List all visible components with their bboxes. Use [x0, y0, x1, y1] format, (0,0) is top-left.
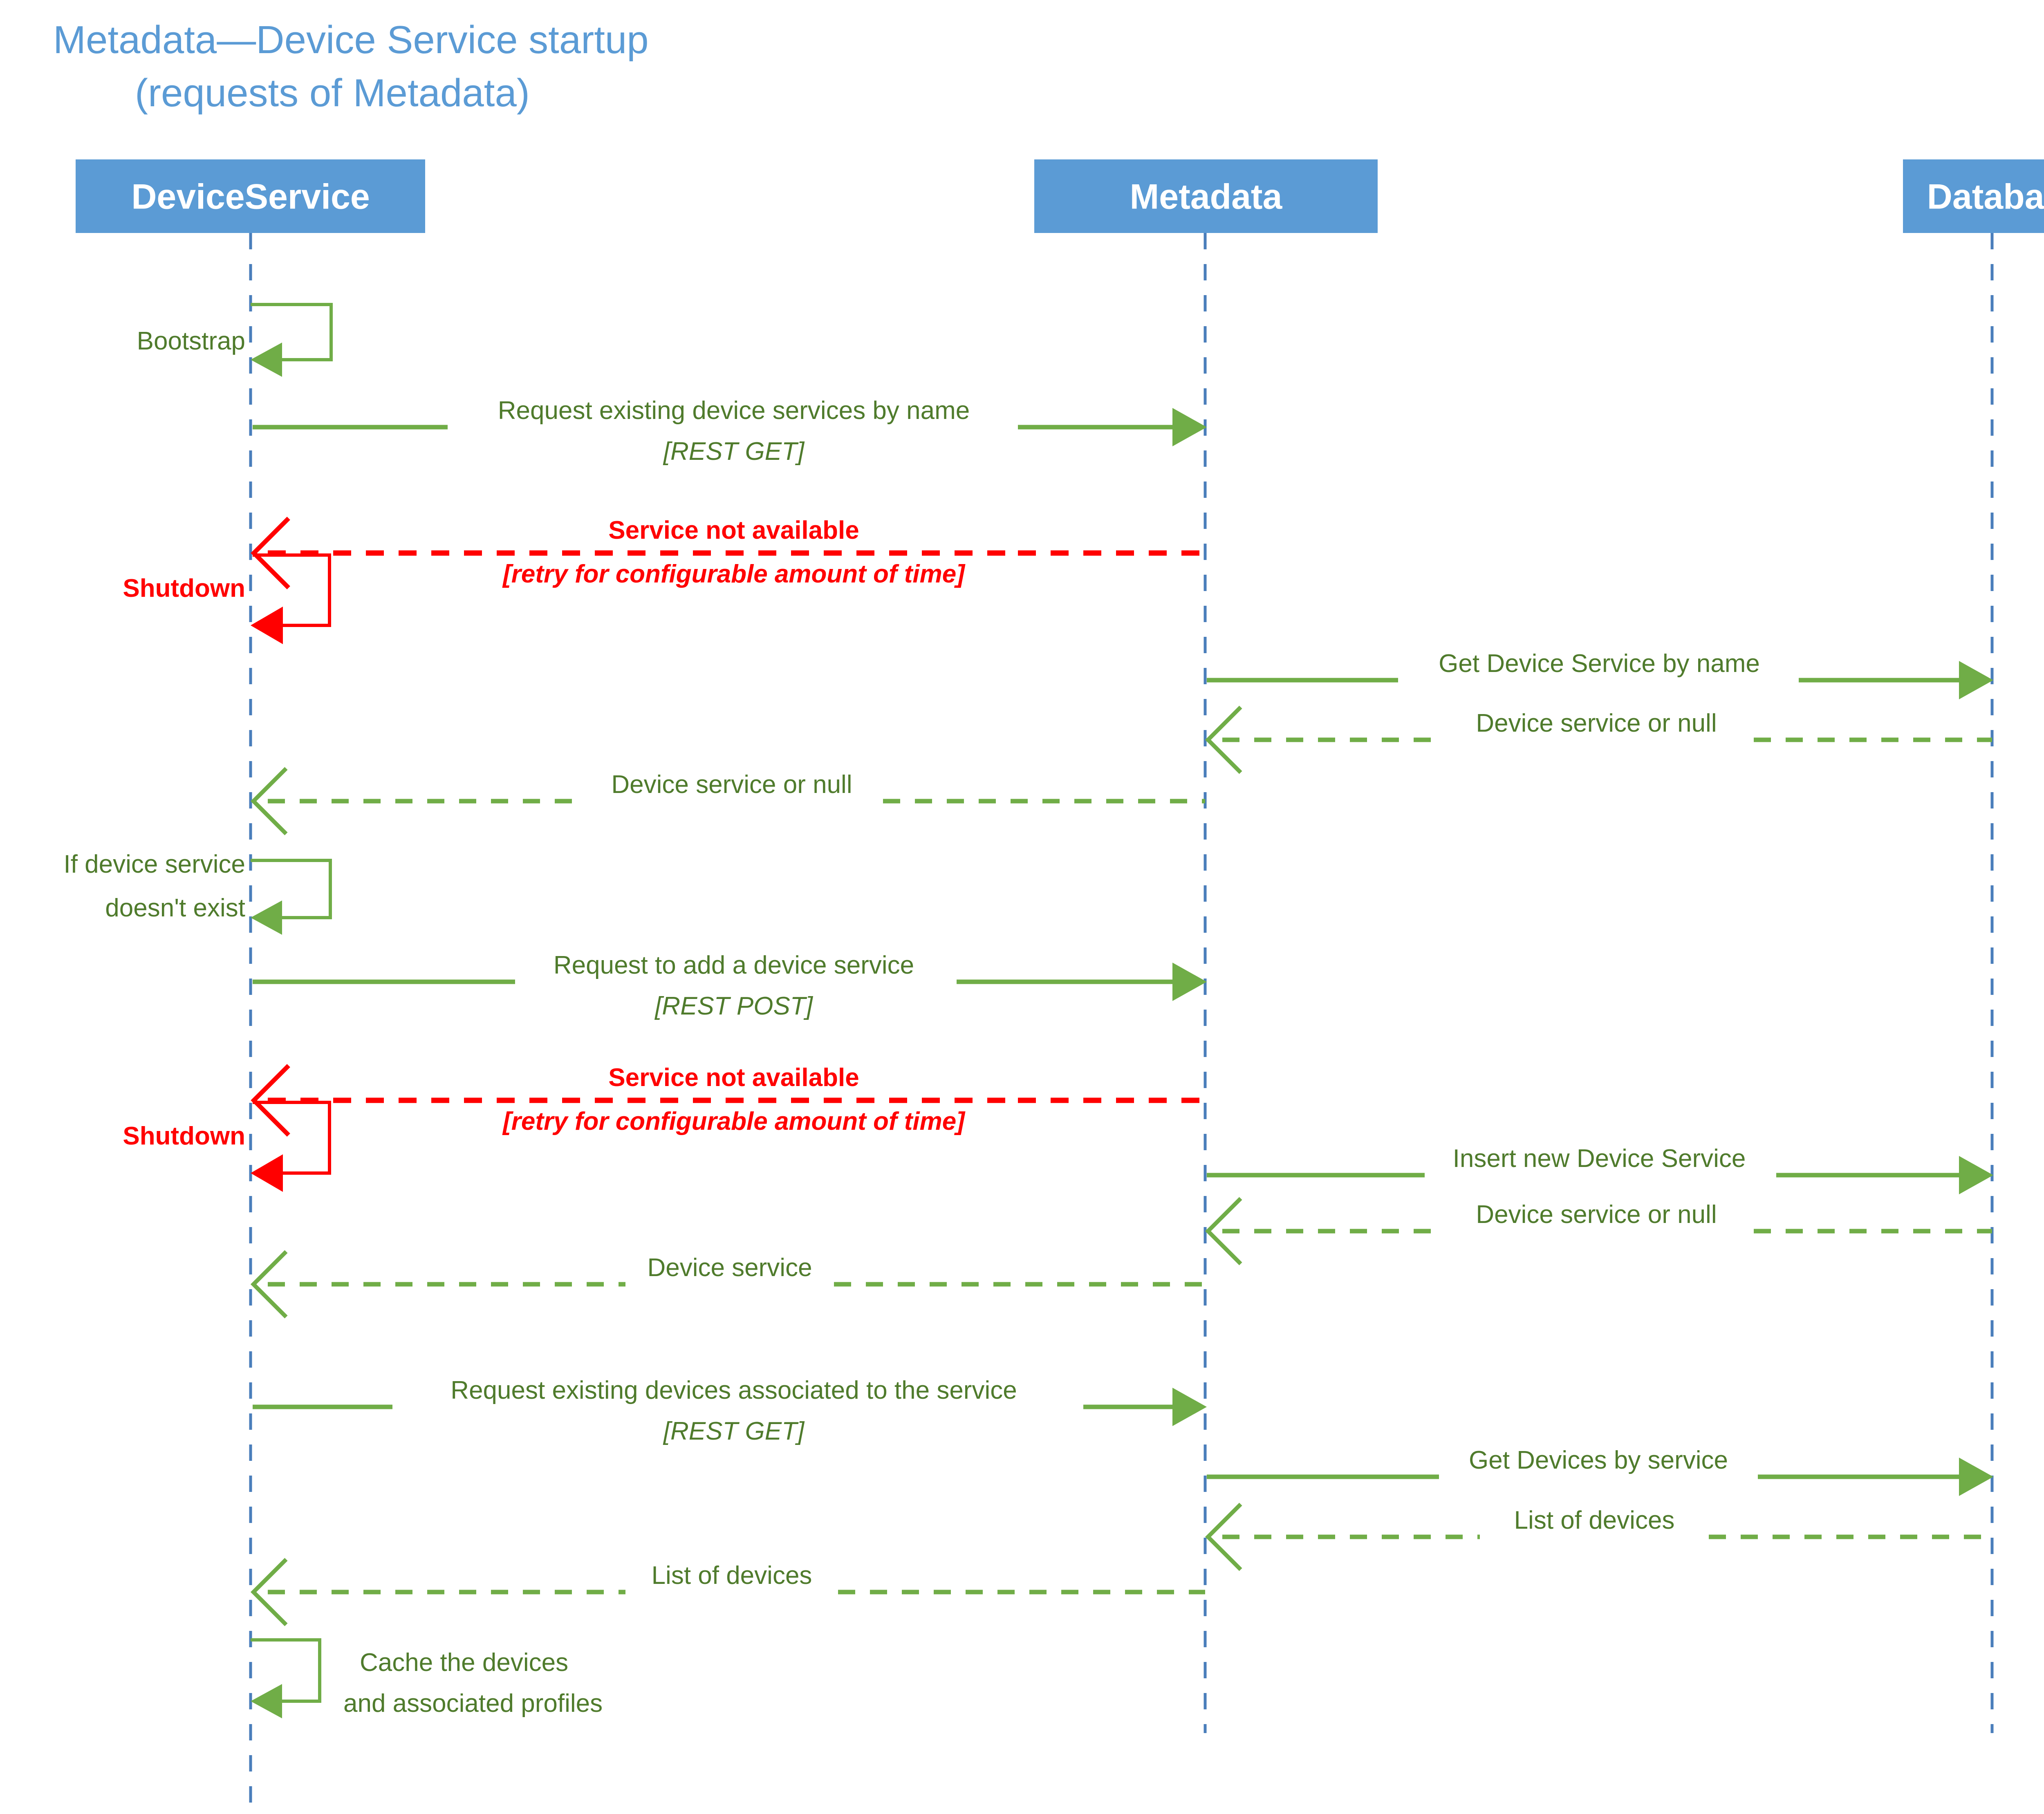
bootstrap-loop-path: [251, 303, 333, 361]
shutdown-1-label: Shutdown: [123, 574, 245, 602]
get-devices-label: Get Devices by service: [1469, 1446, 1728, 1474]
svc-unavail-2-arrowhead: [251, 1064, 290, 1137]
actor-box-device-service[interactable]: [76, 159, 425, 233]
message-service-not-available-2[interactable]: Service not available [retry for configu…: [251, 1064, 1206, 1137]
req-add-ds-label: Request to add a device service: [554, 951, 914, 979]
req-existing-ds-label: Request existing device services by name: [498, 396, 970, 425]
req-add-ds-sublabel: [REST POST]: [654, 992, 814, 1020]
list-devices-db-label: List of devices: [1514, 1506, 1675, 1534]
insert-ds-arrowhead: [1959, 1156, 1993, 1194]
message-bootstrap[interactable]: Bootstrap: [137, 303, 333, 377]
message-request-to-add-device-service[interactable]: Request to add a device service [REST PO…: [253, 951, 1207, 1020]
message-shutdown-1[interactable]: Shutdown: [123, 553, 331, 644]
svc-unavail-2-label: Service not available: [608, 1064, 859, 1092]
if-ds-not-exist-label-line1: If device service: [63, 850, 245, 878]
actor-box-database[interactable]: [1903, 159, 2044, 233]
ds-return-label: Device service: [647, 1254, 812, 1282]
get-devices-arrowhead: [1959, 1458, 1993, 1496]
list-devices-db-arrowhead: [1205, 1503, 1242, 1571]
message-insert-new-device-service[interactable]: Insert new Device Service: [1207, 1144, 1993, 1194]
cache-devices-arrowhead: [251, 1684, 282, 1718]
req-existing-dev-sublabel: [REST GET]: [663, 1417, 805, 1445]
actor-label-metadata: Metadata: [1130, 177, 1283, 217]
message-list-of-devices-ds[interactable]: List of devices: [250, 1558, 1205, 1626]
if-ds-not-exist-label-line2: doesn't exist: [105, 894, 245, 922]
ds-return-arrowhead: [250, 1250, 288, 1319]
list-devices-ds-label: List of devices: [652, 1561, 812, 1590]
cache-devices-label-line2: and associated profiles: [343, 1689, 603, 1718]
ds-null-db2-arrowhead: [1205, 1197, 1242, 1265]
message-list-of-devices-db[interactable]: List of devices: [1205, 1503, 1992, 1571]
if-ds-not-exist-loop-path: [251, 859, 332, 919]
message-cache-the-devices[interactable]: Cache the devices and associated profile…: [251, 1638, 603, 1718]
get-ds-name-label: Get Device Service by name: [1439, 649, 1760, 678]
req-existing-dev-arrowhead: [1172, 1388, 1207, 1426]
message-shutdown-2[interactable]: Shutdown: [123, 1101, 331, 1192]
req-existing-dev-label: Request existing devices associated to t…: [450, 1376, 1017, 1404]
svc-unavail-2-sublabel: [retry for configurable amount of time]: [502, 1107, 966, 1135]
if-ds-not-exist-arrowhead: [251, 900, 282, 935]
ds-null-db2-label: Device service or null: [1476, 1200, 1717, 1229]
req-existing-ds-sublabel: [REST GET]: [663, 437, 805, 466]
bootstrap-arrowhead: [251, 343, 282, 377]
cache-devices-loop-path: [251, 1638, 321, 1703]
actor-label-database: Database: [1927, 177, 2044, 217]
message-if-device-service-doesnt-exist[interactable]: If device service doesn't exist: [63, 850, 332, 935]
message-request-existing-device-services[interactable]: Request existing device services by name…: [253, 396, 1207, 466]
message-service-not-available-1[interactable]: Service not available [retry for configu…: [251, 516, 1206, 589]
req-existing-ds-arrowhead: [1172, 408, 1207, 446]
shutdown-2-label: Shutdown: [123, 1122, 245, 1150]
svc-unavail-1-sublabel: [retry for configurable amount of time]: [502, 560, 966, 588]
shutdown-1-loop-path: [253, 553, 331, 627]
message-device-service-or-null-db-2[interactable]: Device service or null: [1205, 1197, 1992, 1265]
insert-ds-label: Insert new Device Service: [1453, 1144, 1746, 1173]
cache-devices-label-line1: Cache the devices: [360, 1648, 568, 1677]
ds-null-ds1-label: Device service or null: [611, 770, 852, 799]
list-devices-ds-arrowhead: [250, 1558, 288, 1626]
diagram-title-line2: (requests of Metadata): [135, 71, 530, 115]
svc-unavail-1-arrowhead: [251, 517, 290, 589]
svc-unavail-1-label: Service not available: [608, 516, 859, 544]
shutdown-2-arrowhead: [251, 1154, 283, 1192]
actor-box-metadata[interactable]: [1034, 159, 1378, 233]
message-request-existing-devices[interactable]: Request existing devices associated to t…: [253, 1376, 1207, 1445]
ds-null-db1-arrowhead: [1205, 705, 1242, 774]
bootstrap-label: Bootstrap: [137, 327, 245, 355]
message-device-service-return[interactable]: Device service: [250, 1250, 1205, 1319]
diagram-title-line1: Metadata—Device Service startup: [53, 18, 649, 62]
ds-null-ds1-arrowhead: [250, 767, 288, 835]
shutdown-1-arrowhead: [251, 607, 283, 644]
message-device-service-or-null-db-1[interactable]: Device service or null: [1205, 705, 1992, 774]
actor-label-device-service: DeviceService: [131, 177, 370, 217]
message-get-device-service-by-name[interactable]: Get Device Service by name: [1207, 649, 1993, 699]
message-device-service-or-null-ds-1[interactable]: Device service or null: [250, 767, 1205, 835]
get-ds-name-arrowhead: [1959, 661, 1993, 699]
req-add-ds-arrowhead: [1172, 963, 1207, 1001]
ds-null-db1-label: Device service or null: [1476, 709, 1717, 737]
shutdown-2-loop-path: [253, 1101, 331, 1175]
message-get-devices-by-service[interactable]: Get Devices by service: [1207, 1446, 1993, 1496]
